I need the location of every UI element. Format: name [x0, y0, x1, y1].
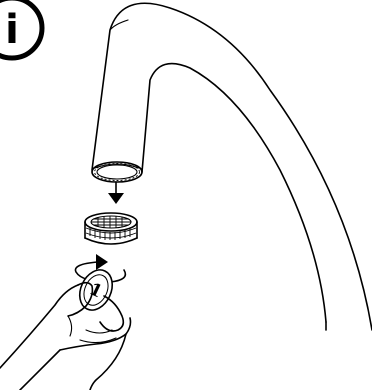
info-glyph: i — [5, 7, 19, 53]
faucet-spout — [91, 2, 372, 331]
aerator — [84, 212, 138, 245]
coin: 1 — [78, 269, 114, 311]
info-icon: i — [0, 0, 45, 61]
down-arrow-icon — [108, 181, 124, 204]
spout-thread-opening — [91, 161, 143, 183]
hand — [0, 281, 132, 390]
